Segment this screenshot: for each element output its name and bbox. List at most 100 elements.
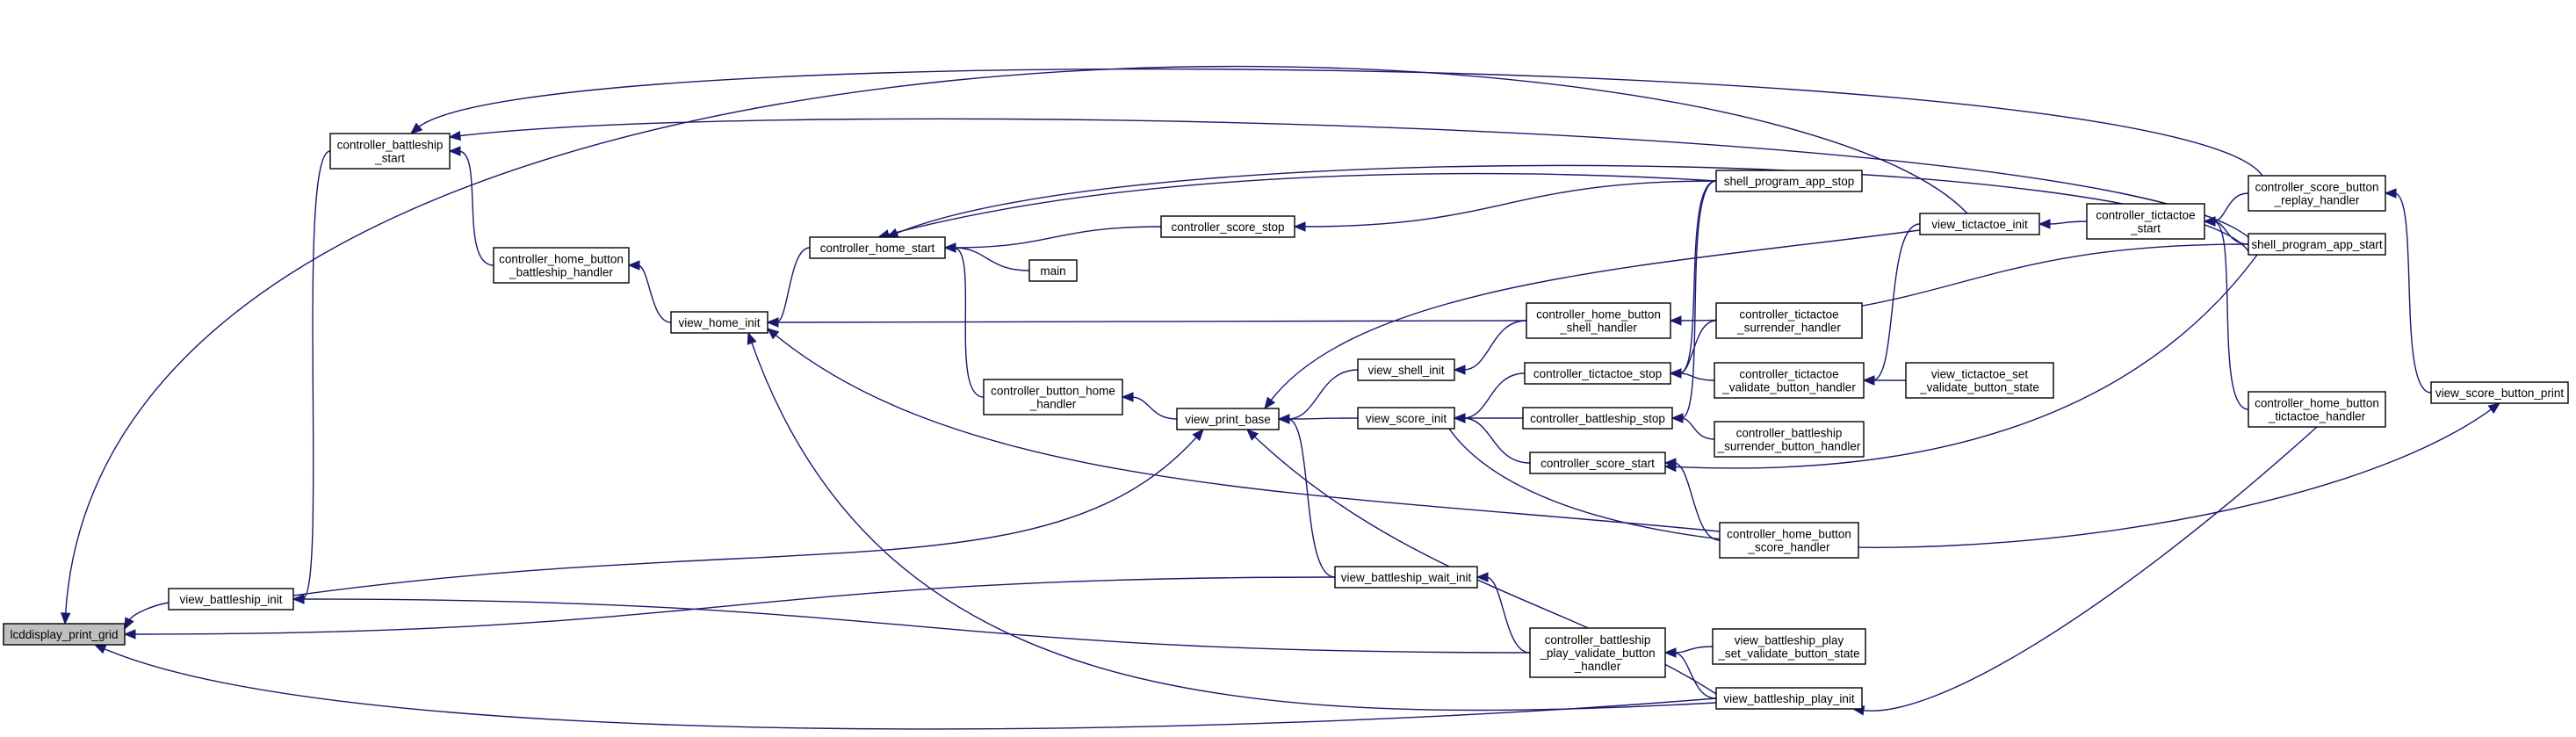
node-label: shell_program_app_stop bbox=[1724, 175, 1855, 188]
edge-view_tictactoe_init-to-controller_tictactoe_validate_button_handler bbox=[1872, 223, 1921, 381]
node-label: _replay_handler bbox=[2274, 194, 2360, 207]
node-box bbox=[1714, 421, 1865, 458]
edge-view_battleship_init-to-view_print_base bbox=[292, 436, 1198, 596]
node-label: view_battleship_init bbox=[179, 593, 282, 606]
edge-view_score_button_print-to-controller_score_button_replay_handler bbox=[2393, 192, 2432, 394]
node-view-battleship-play-set-validate-button-state[interactable]: view_battleship_play_set_validate_button… bbox=[1712, 628, 1866, 665]
edges-layer bbox=[61, 65, 2501, 730]
edge-controller_home_button_shell_handler-to-view_home_init bbox=[776, 320, 1527, 323]
node-main[interactable]: main bbox=[1028, 259, 1078, 282]
node-label: _set_validate_button_state bbox=[1717, 647, 1859, 661]
edge-shell_program_app_stop-to-controller_battleship_stop-arrowhead bbox=[1670, 413, 1684, 423]
node-box bbox=[1357, 407, 1455, 430]
node-box bbox=[2248, 391, 2386, 428]
node-box bbox=[1522, 407, 1673, 430]
node-label: main bbox=[1040, 264, 1065, 278]
node-label: view_battleship_wait_init bbox=[1341, 571, 1472, 584]
node-view-battleship-wait-init[interactable]: view_battleship_wait_init bbox=[1334, 566, 1478, 589]
edge-controller_tictactoe_start-to-view_tictactoe_init bbox=[2047, 220, 2088, 225]
node-label: controller_score_button bbox=[2255, 181, 2378, 194]
edge-shell_program_app_start-to-controller_score_start bbox=[1673, 254, 2258, 469]
node-controller-tictactoe-start[interactable]: controller_tictactoe_start bbox=[2086, 203, 2205, 240]
node-box bbox=[1334, 566, 1478, 589]
node-label: view_battleship_play_init bbox=[1723, 692, 1855, 705]
node-box bbox=[983, 379, 1123, 415]
edge-view_battleship_play_init-to-view_print_base-arrowhead bbox=[1246, 429, 1259, 441]
node-view-home-init[interactable]: view_home_init bbox=[670, 311, 768, 334]
node-view-score-init[interactable]: view_score_init bbox=[1357, 407, 1455, 430]
edge-view_battleship_wait_init-to-view_print_base bbox=[1287, 418, 1336, 578]
node-controller-score-stop[interactable]: controller_score_stop bbox=[1160, 215, 1295, 238]
node-view-score-button-print[interactable]: view_score_button_print bbox=[2430, 381, 2569, 404]
node-box bbox=[2430, 381, 2569, 404]
edge-shell_program_app_stop-to-controller_score_stop bbox=[1302, 180, 1717, 228]
node-controller-battleship-surrender-button-handler[interactable]: controller_battleship_surrender_button_h… bbox=[1714, 421, 1865, 458]
node-controller-battleship-stop[interactable]: controller_battleship_stop bbox=[1522, 407, 1673, 430]
node-shell-program-app-stop[interactable]: shell_program_app_stop bbox=[1715, 170, 1863, 192]
node-controller-tictactoe-stop[interactable]: controller_tictactoe_stop bbox=[1524, 362, 1671, 385]
node-controller-home-button-battleship-handler[interactable]: controller_home_button_battleship_handle… bbox=[493, 247, 630, 284]
edge-view_tictactoe_init-to-lcddisplay_print_grid-arrowhead bbox=[61, 612, 71, 625]
node-controller-home-button-score-handler[interactable]: controller_home_button_score_handler bbox=[1719, 522, 1859, 559]
node-box bbox=[1712, 628, 1866, 665]
edge-controller_battleship_surrender_button_handler-to-controller_battleship_stop bbox=[1680, 417, 1715, 440]
edge-view_home_init-to-controller_home_button_battleship_handler-arrowhead bbox=[627, 260, 640, 271]
node-controller-battleship-start[interactable]: controller_battleship_start bbox=[329, 133, 451, 170]
node-label: controller_score_start bbox=[1541, 457, 1655, 470]
node-label: shell_program_app_start bbox=[2251, 238, 2383, 251]
edge-controller_tictactoe_surrender_handler-to-controller_tictactoe_stop bbox=[1678, 320, 1717, 374]
node-label: controller_tictactoe bbox=[1739, 308, 1838, 322]
node-controller-home-start[interactable]: controller_home_start bbox=[809, 236, 946, 259]
edge-controller_home_button_shell_handler-to-view_home_init-arrowhead bbox=[766, 317, 779, 328]
node-view-battleship-play-init[interactable]: view_battleship_play_init bbox=[1715, 687, 1863, 710]
node-box bbox=[1524, 362, 1671, 385]
node-lcddisplay-print-grid[interactable]: lcddisplay_print_grid bbox=[3, 623, 126, 646]
edge-controller_home_button_shell_handler-to-view_shell_init bbox=[1462, 320, 1527, 371]
node-box bbox=[1919, 213, 2040, 235]
node-controller-home-button-shell-handler[interactable]: controller_home_button_shell_handler bbox=[1526, 302, 1671, 339]
edge-controller_score_start-to-view_score_init bbox=[1462, 417, 1531, 464]
node-controller-tictactoe-surrender-handler[interactable]: controller_tictactoe_surrender_handler bbox=[1715, 302, 1863, 339]
edge-shell_program_app_stop-to-controller_score_stop-arrowhead bbox=[1293, 221, 1306, 232]
edge-controller_score_button_replay_handler-to-controller_battleship_start bbox=[417, 68, 2263, 177]
edge-controller_score_start-to-view_score_init-arrowhead bbox=[1453, 413, 1466, 423]
edge-controller_battleship_play_validate_button_handler-to-view_battleship_init bbox=[301, 598, 1531, 654]
node-controller-tictactoe-validate-button-handler[interactable]: controller_tictactoe_validate_button_han… bbox=[1714, 362, 1865, 399]
edge-view_battleship_play_init-to-controller_battleship_play_validate_button_handler bbox=[1673, 652, 1717, 699]
edge-shell_program_app_start-to-controller_battleship_start-arrowhead bbox=[448, 130, 462, 141]
node-label: _surrender_handler bbox=[1736, 322, 1841, 335]
edge-controller_home_button_shell_handler-to-view_shell_init-arrowhead bbox=[1453, 365, 1466, 375]
node-view-battleship-init[interactable]: view_battleship_init bbox=[168, 588, 294, 611]
node-box bbox=[1714, 362, 1865, 399]
node-label: _handler bbox=[1574, 660, 1621, 673]
node-box bbox=[2248, 175, 2386, 212]
node-view-print-base[interactable]: view_print_base bbox=[1176, 408, 1280, 430]
edge-view_battleship_play_init-to-lcddisplay_print_grid-arrowhead bbox=[93, 644, 107, 654]
node-view-tictactoe-init[interactable]: view_tictactoe_init bbox=[1919, 213, 2040, 235]
edge-controller_home_button_score_handler-to-view_home_init-arrowhead bbox=[766, 328, 780, 340]
node-view-tictactoe-set-validate-button-state[interactable]: view_tictactoe_set_validate_button_state bbox=[1905, 362, 2054, 399]
node-box bbox=[670, 311, 768, 334]
node-label: controller_score_stop bbox=[1171, 220, 1284, 234]
node-label: view_shell_init bbox=[1367, 364, 1444, 377]
node-label: view_score_button_print bbox=[2435, 387, 2565, 400]
edge-controller_tictactoe_validate_button_handler-to-controller_tictactoe_stop bbox=[1678, 372, 1715, 381]
node-label: _play_validate_button bbox=[1539, 647, 1655, 660]
node-label: controller_home_button bbox=[499, 253, 624, 266]
edge-view_score_init-to-view_print_base bbox=[1287, 417, 1359, 420]
node-controller-score-start[interactable]: controller_score_start bbox=[1529, 452, 1666, 474]
edge-view_battleship_play_init-to-view_home_init-arrowhead bbox=[747, 331, 757, 345]
edge-shell_program_app_stop-to-controller_battleship_stop bbox=[1680, 180, 1717, 419]
node-controller-button-home-handler[interactable]: controller_button_home_handler bbox=[983, 379, 1123, 415]
node-label: controller_home_button bbox=[2255, 397, 2379, 410]
node-view-shell-init[interactable]: view_shell_init bbox=[1357, 358, 1455, 381]
node-controller-home-button-tictactoe-handler[interactable]: controller_home_button_tictactoe_handler bbox=[2248, 391, 2386, 428]
node-shell-program-app-start[interactable]: shell_program_app_start bbox=[2248, 233, 2386, 256]
edge-view_shell_init-to-view_print_base bbox=[1287, 369, 1359, 420]
edge-controller_home_button_score_handler-to-view_home_init bbox=[774, 333, 1721, 532]
node-label: _tictactoe_handler bbox=[2268, 410, 2366, 423]
node-controller-battleship-play-validate-button-handler[interactable]: controller_battleship_play_validate_butt… bbox=[1529, 627, 1666, 678]
node-controller-score-button-replay-handler[interactable]: controller_score_button_replay_handler bbox=[2248, 175, 2386, 212]
node-label: _validate_button_state bbox=[1919, 381, 2039, 394]
